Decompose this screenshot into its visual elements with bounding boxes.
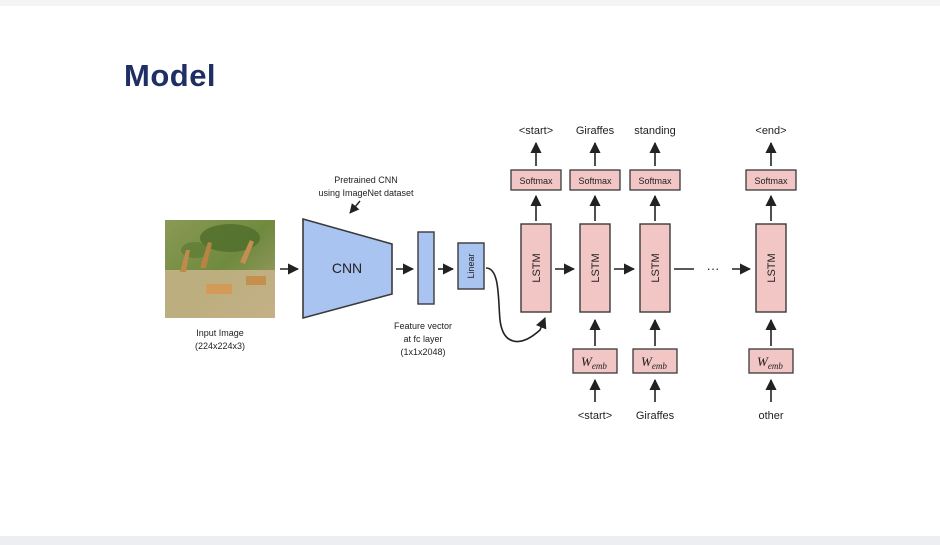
lstm-label-2: LSTM	[590, 253, 602, 282]
output-token-3: standing	[634, 125, 676, 137]
cnn-block	[302, 217, 393, 320]
input-token-2: Giraffes	[636, 410, 675, 422]
output-token-1: <start>	[519, 125, 553, 137]
cnn-label: CNN	[332, 260, 362, 276]
input-image-caption-1: Input Image	[196, 328, 244, 338]
softmax-block-1	[510, 169, 562, 191]
arrow-linear-to-lstm	[485, 267, 547, 343]
bottom-strip	[0, 536, 940, 545]
cnn-note-arrow	[349, 200, 361, 214]
feature-vector-block	[417, 231, 435, 305]
input-token-3: other	[758, 410, 783, 422]
lstm-block-1	[520, 223, 552, 313]
input-image	[165, 220, 275, 318]
softmax-block-4	[745, 169, 797, 191]
wemb-block-3	[748, 348, 794, 374]
slide-title: Model	[124, 58, 217, 93]
softmax-block-2	[569, 169, 621, 191]
lstm-label-4: LSTM	[766, 253, 778, 282]
softmax-label-4: Softmax	[754, 176, 788, 186]
lstm-block-2	[579, 223, 611, 313]
feature-vector-label-3: (1x1x2048)	[400, 347, 445, 357]
cnn-note-1: Pretrained CNN	[334, 175, 398, 185]
wemb-label-1: Wemb	[581, 354, 607, 371]
lstm-block-4	[755, 223, 787, 313]
softmax-label-2: Softmax	[578, 176, 612, 186]
linear-block	[457, 242, 485, 290]
wemb-block-1	[572, 348, 618, 374]
input-token-1: <start>	[578, 410, 612, 422]
lstm-label-3: LSTM	[650, 253, 662, 282]
cnn-note-2: using ImageNet dataset	[318, 188, 414, 198]
feature-vector-label-2: at fc layer	[403, 334, 442, 344]
softmax-block-3	[629, 169, 681, 191]
feature-vector-label-1: Feature vector	[394, 321, 452, 331]
wemb-label-2: Wemb	[641, 354, 667, 371]
ellipsis: ···	[707, 261, 720, 276]
output-token-4: <end>	[755, 125, 786, 137]
linear-label: Linear	[466, 253, 476, 278]
wemb-block-2	[632, 348, 678, 374]
lstm-block-3	[639, 223, 671, 313]
input-image-caption-2: (224x224x3)	[195, 341, 245, 351]
output-token-2: Giraffes	[576, 125, 615, 137]
wemb-label-3: Wemb	[757, 354, 783, 371]
top-strip	[0, 0, 940, 6]
softmax-label-1: Softmax	[519, 176, 553, 186]
lstm-label-1: LSTM	[531, 253, 543, 282]
softmax-label-3: Softmax	[638, 176, 672, 186]
